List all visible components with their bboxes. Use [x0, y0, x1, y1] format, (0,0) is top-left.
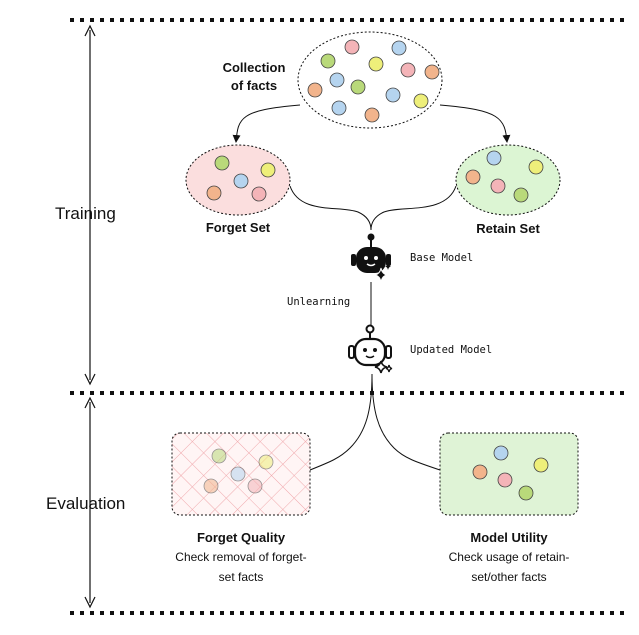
forget-quality-desc-line2: set facts	[218, 570, 264, 584]
fact-dot	[497, 472, 513, 488]
arrow-to-forget-set	[232, 104, 301, 143]
model-utility-title: Model Utility	[470, 530, 548, 545]
fact-dot	[331, 100, 347, 116]
sparkle-icon	[374, 360, 388, 374]
retain-to-base-curve	[370, 185, 457, 231]
forget-quality-desc-line1: Check removal of forget-	[175, 550, 307, 564]
forget-quality-title: Forget Quality	[196, 530, 286, 545]
fact-dot	[251, 186, 267, 202]
fact-dot	[230, 466, 246, 482]
fact-dot	[490, 178, 506, 194]
sparkle-icon	[374, 267, 388, 283]
forget-to-base-curve	[289, 185, 372, 231]
arrow-to-retain-set	[439, 104, 511, 143]
fact-dot	[493, 445, 509, 461]
fact-dot	[364, 107, 380, 123]
model-utility-desc-line1: Check usage of retain-	[448, 550, 570, 564]
forget-quality-dots	[203, 448, 274, 494]
fact-dot	[214, 155, 230, 171]
fact-dot	[247, 478, 263, 494]
evaluation-span-arrow	[84, 396, 96, 609]
fact-dot	[307, 82, 323, 98]
fact-dot	[424, 64, 440, 80]
fact-dot	[344, 39, 360, 55]
evaluation-label: Evaluation	[46, 494, 126, 513]
base-model-label: Base Model	[410, 252, 474, 264]
model-utility-desc-line2: set/other facts	[471, 570, 547, 584]
fact-dot	[413, 93, 429, 109]
fact-dot	[206, 185, 222, 201]
fact-dot	[385, 87, 401, 103]
collection-label-line2: of facts	[230, 78, 278, 93]
fact-dot	[260, 162, 276, 178]
training-label: Training	[55, 204, 116, 223]
updated-model-robot-icon	[348, 324, 393, 374]
collection-label-line1: Collection	[222, 60, 286, 75]
model-utility-dots	[472, 445, 549, 501]
updated-model-label: Updated Model	[410, 344, 493, 356]
fact-dot	[533, 457, 549, 473]
updated-to-model-utility-curve	[371, 373, 441, 471]
fact-dot	[400, 62, 416, 78]
fact-dot	[211, 448, 227, 464]
retain-set-label: Retain Set	[476, 221, 540, 236]
fact-dot	[465, 169, 481, 185]
forget-quality-description: Check removal of forget- set facts	[146, 547, 336, 587]
fact-dot	[513, 187, 529, 203]
fact-dot	[472, 464, 488, 480]
fact-dot	[350, 79, 366, 95]
updated-to-forget-quality-curve	[309, 373, 373, 471]
forget-set-dots	[206, 155, 276, 202]
fact-dot	[320, 53, 336, 69]
fact-dot	[486, 150, 502, 166]
fact-dot	[368, 56, 384, 72]
forget-set-label: Forget Set	[205, 220, 271, 235]
fact-dot	[518, 485, 534, 501]
model-utility-description: Check usage of retain- set/other facts	[414, 547, 604, 587]
fact-dot	[203, 478, 219, 494]
fact-dot	[528, 159, 544, 175]
fact-dot	[391, 40, 407, 56]
fact-dot	[329, 72, 345, 88]
base-model-robot-icon	[351, 233, 391, 283]
retain-set-dots	[465, 150, 544, 203]
collection-label: Collection of facts	[208, 59, 300, 95]
collection-dots	[307, 39, 440, 123]
fact-dot	[233, 173, 249, 189]
fact-dot	[258, 454, 274, 470]
training-span-arrow	[84, 24, 96, 386]
unlearning-label: Unlearning	[287, 296, 351, 308]
